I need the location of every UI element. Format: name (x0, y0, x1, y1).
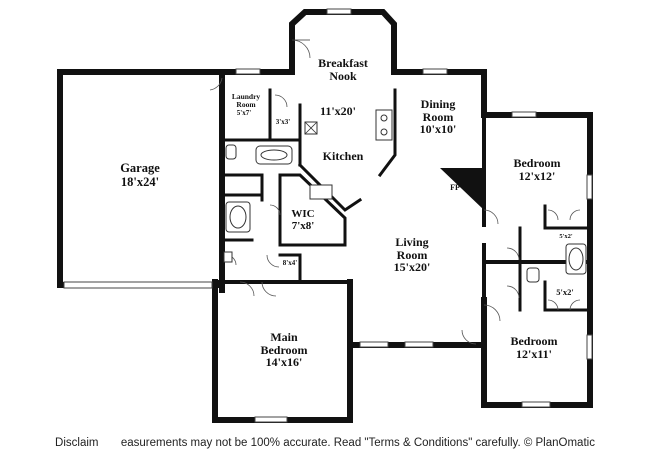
breakfast-nook-size: 11'x20' (320, 104, 356, 118)
upper-bedroom-name: Bedroom (513, 156, 560, 170)
lower-closet-size: 5'x2' (556, 287, 573, 297)
laundry-room-name-line1: Laundry (232, 92, 261, 101)
lower-bedroom-name: Bedroom (510, 334, 557, 348)
dining-room-name-line1: Dining (421, 97, 456, 111)
room-labels: Breakfast Nook 11'x20' Laundry Room 5'x7… (120, 56, 574, 369)
garage-size: 18'x24' (121, 175, 159, 189)
breakfast-nook-name-line2: Nook (329, 69, 357, 83)
wic-name: WIC (291, 208, 314, 220)
breakfast-nook-name-line1: Breakfast (318, 56, 368, 70)
fireplace-label: FP (450, 183, 460, 192)
stove-icon (375, 109, 393, 141)
disclaimer-text: Disclaim easurements may not be 100% acc… (55, 437, 595, 449)
upper-bedroom-size: 12'x12' (519, 169, 556, 183)
laundry-room-name-line2: Room (236, 100, 256, 109)
main-bedroom-name-line1: Main (270, 330, 298, 344)
lower-bedroom-size: 12'x11' (516, 347, 552, 361)
wic-size: 7'x8' (292, 220, 315, 232)
sink-icon (309, 184, 333, 200)
dining-room-name-line2: Room (423, 110, 454, 124)
exterior-walls (57, 9, 593, 423)
interior-walls (213, 88, 592, 312)
small-closet-size: 3'x3' (276, 118, 290, 126)
fixtures (223, 109, 587, 283)
living-room-name-line1: Living (395, 235, 428, 249)
living-room-name-line2: Room (397, 248, 428, 262)
upper-closet-size: 5'x2' (559, 233, 573, 240)
main-bedroom-name-line2: Bedroom (260, 343, 307, 357)
hall-closet-size: 8'x4' (283, 259, 297, 267)
toilet-icon (526, 267, 540, 283)
main-bedroom-size: 14'x16' (266, 355, 303, 369)
water-heater-icon (223, 251, 233, 263)
dining-room-size: 10'x10' (420, 122, 457, 136)
doors (209, 39, 581, 345)
living-room-size: 15'x20' (394, 260, 431, 274)
kitchen-name: Kitchen (323, 149, 364, 163)
fireplace-block (440, 168, 484, 210)
windows (63, 8, 593, 423)
laundry-room-size: 5'x7' (237, 109, 251, 117)
garage-name: Garage (120, 161, 160, 175)
toilet-icon (225, 144, 237, 160)
